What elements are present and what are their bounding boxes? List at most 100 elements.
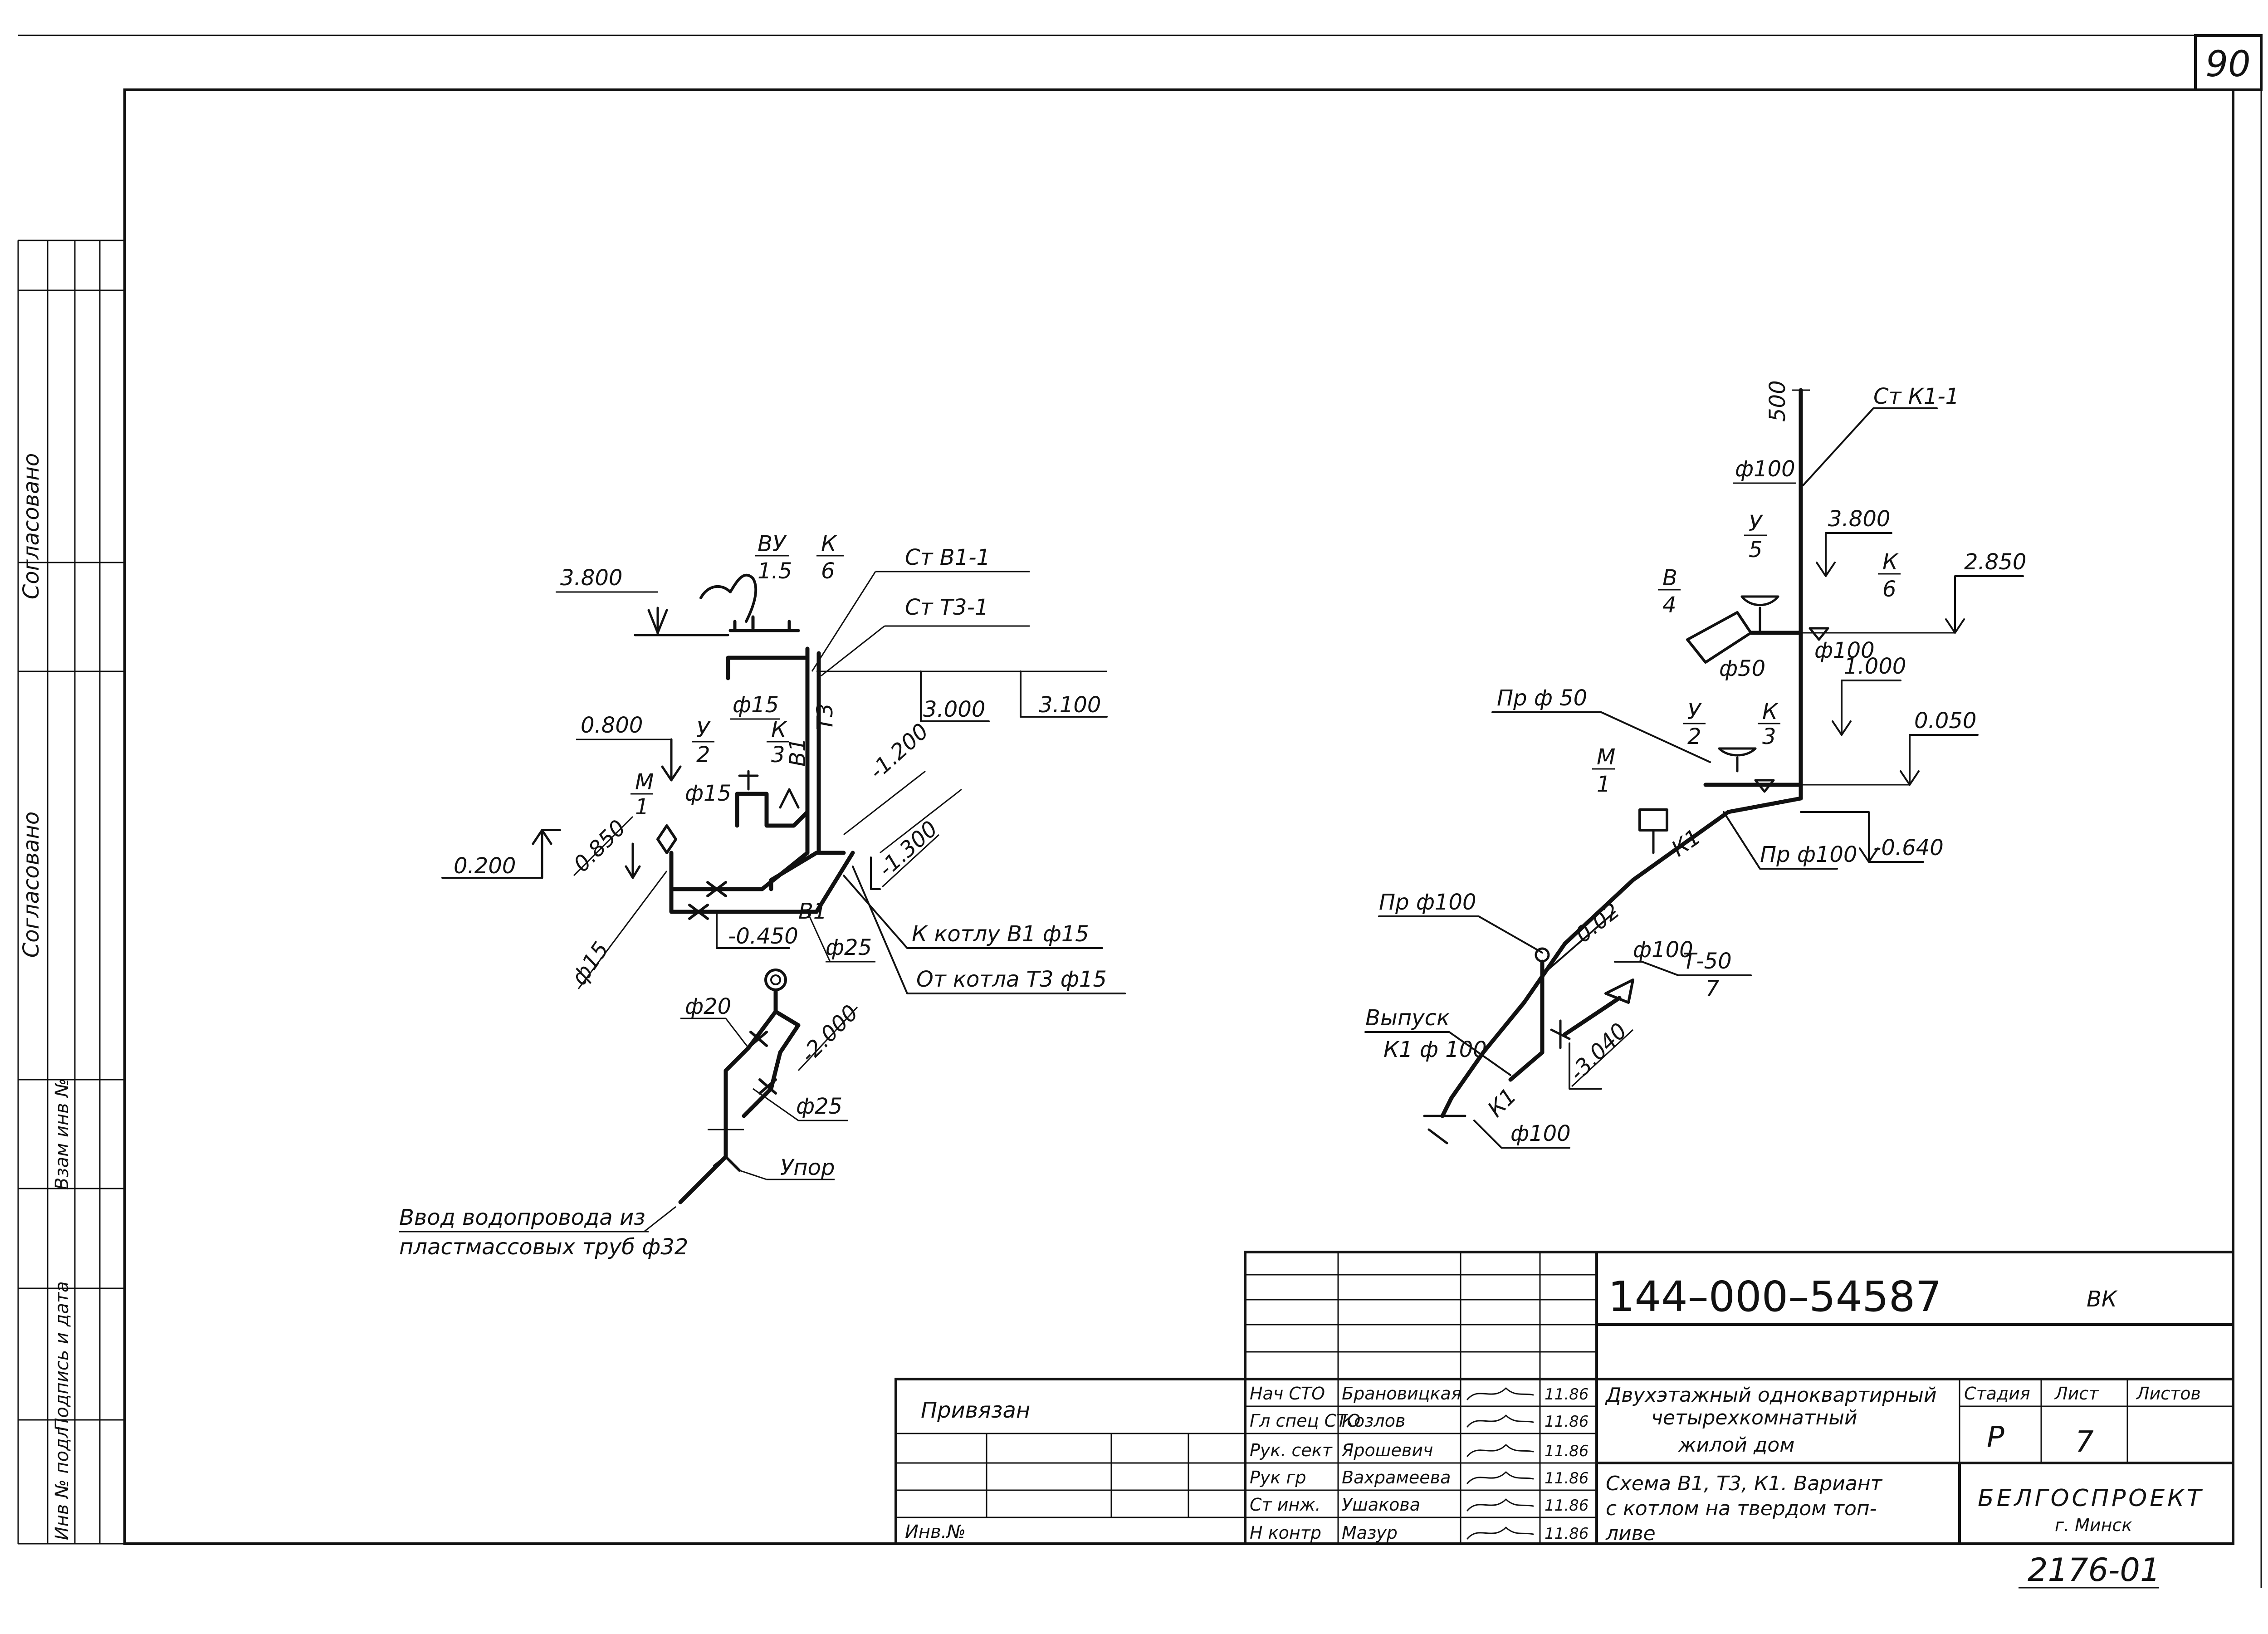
label-k1-a: К1 xyxy=(1667,824,1706,862)
label-b4: В xyxy=(1662,565,1677,591)
hose-fixture-icon xyxy=(699,573,758,623)
label-from-boiler: От котла Т3 ф15 xyxy=(916,967,1107,992)
sheet-title-3: ливе xyxy=(1605,1522,1656,1545)
label-k3-right-sub: 3 xyxy=(1762,724,1776,749)
label-b1-vertical: В1 xyxy=(785,738,811,767)
name-6: Мазур xyxy=(1342,1523,1398,1543)
label-pr-d100-left: Пр ф100 xyxy=(1379,890,1476,915)
sheet-value: 7 xyxy=(2075,1425,2094,1459)
label-d100-mid: ф100 xyxy=(1814,638,1875,663)
signature-names: Брановицкая Козлов Ярошевич Вахрамеева У… xyxy=(1341,1384,1461,1543)
sewer-scheme: 500 Ст К1-1 ф100 У 5 3.800 В 4 К 6 2.850… xyxy=(1364,380,2026,1149)
date-2: 11.86 xyxy=(1545,1413,1589,1431)
name-2: Козлов xyxy=(1342,1411,1405,1431)
date-5: 11.86 xyxy=(1545,1497,1589,1515)
object-title-1: Двухэтажный одноквартирный xyxy=(1605,1384,1937,1407)
level-m0450: -0.450 xyxy=(728,924,798,949)
label-st-t3: Ст Т3-1 xyxy=(905,595,988,620)
label-k6: К xyxy=(821,531,837,557)
label-u2-left-sub: 2 xyxy=(696,742,710,768)
label-k6-sub: 6 xyxy=(821,558,835,584)
sheet-title: Схема В1, Т3, К1. Вариант с котлом на тв… xyxy=(1605,1472,1883,1545)
date-1: 11.86 xyxy=(1545,1385,1589,1404)
sheet-header: Лист xyxy=(2054,1384,2099,1404)
label-d100-t50: ф100 xyxy=(1633,937,1693,963)
label-d20: ф20 xyxy=(685,994,731,1019)
bathtub-icon xyxy=(1686,611,1752,664)
label-m1-right-sub: 1 xyxy=(1597,772,1611,797)
org-name: БЕЛГОСПРОЕКТ xyxy=(1978,1485,2204,1512)
label-pr-d50: Пр ф 50 xyxy=(1497,685,1587,711)
signature-roles: Нач СТО Гл спец СТО Рук. сект Рук гр Ст … xyxy=(1250,1384,1360,1543)
name-4: Вахрамеева xyxy=(1342,1468,1451,1487)
label-d25-bot: ф25 xyxy=(796,1094,842,1119)
label-k3-right: К xyxy=(1762,699,1779,724)
margin-agreed-1: Согласовано xyxy=(19,453,44,599)
label-k6-right: К xyxy=(1882,549,1899,575)
org-city: г. Минск xyxy=(2055,1515,2132,1535)
label-t3-vertical: Т3 xyxy=(812,703,838,730)
dim-500: 500 xyxy=(1765,380,1790,422)
date-4: 11.86 xyxy=(1545,1469,1589,1487)
label-k3-left: К xyxy=(771,717,787,743)
label-st-v1: Ст В1-1 xyxy=(905,545,990,570)
label-u2-left: У xyxy=(696,717,711,743)
level-3100: 3.100 xyxy=(1039,692,1101,718)
label-u2-right: У xyxy=(1687,699,1702,724)
label-d50: ф50 xyxy=(1719,656,1765,681)
label-slope: 0.02 xyxy=(1571,898,1625,948)
stage-value: Р xyxy=(1987,1421,2004,1454)
name-5: Ушакова xyxy=(1342,1495,1420,1515)
role-3: Рук. сект xyxy=(1250,1440,1333,1460)
level-0050: 0.050 xyxy=(1914,708,1976,734)
label-d100-top: ф100 xyxy=(1735,456,1795,482)
signature-marks xyxy=(1466,1387,1534,1540)
object-title-2: четырехкомнатный xyxy=(1651,1406,1857,1429)
label-inlet-2: пластмассовых труб ф32 xyxy=(399,1234,688,1260)
margin-sign-date: Подпись и дата xyxy=(52,1281,73,1431)
level-m1200: -1.200 xyxy=(865,719,934,784)
label-t50-sub: 7 xyxy=(1706,976,1720,1001)
label-vu-sub: 1.5 xyxy=(758,558,792,584)
bottom-code: 2176-01 xyxy=(2028,1551,2160,1589)
label-d15-top: ф15 xyxy=(733,692,779,718)
margin-inv-orig: Инв № подл xyxy=(52,1427,73,1541)
label-u5: У xyxy=(1749,511,1763,536)
label-m1-right: М xyxy=(1597,744,1615,770)
role-2: Гл спец СТО xyxy=(1250,1411,1360,1431)
level-2850: 2.850 xyxy=(1964,549,2026,575)
stage-header: Стадия xyxy=(1964,1384,2030,1404)
label-st-k1: Ст К1-1 xyxy=(1873,384,1959,409)
role-5: Ст инж. xyxy=(1250,1495,1321,1515)
level-m0640: -0.640 xyxy=(1873,835,1944,861)
level-0850: 0.850 xyxy=(569,815,631,877)
water-supply-scheme: ВУ 1.5 К 6 3.800 Ст В1-1 Ст Т3-1 3.000 3… xyxy=(399,531,1126,1260)
sheets-header: Листов xyxy=(2136,1384,2201,1404)
object-title-3: жилой дом xyxy=(1678,1433,1794,1457)
doc-section: ВК xyxy=(2087,1287,2118,1312)
name-3: Ярошевич xyxy=(1341,1440,1433,1460)
label-stop: Упор xyxy=(780,1155,835,1180)
role-1: Нач СТО xyxy=(1250,1384,1325,1404)
label-inlet-1: Ввод водопровода из xyxy=(399,1205,645,1230)
level-3800-left: 3.800 xyxy=(560,565,622,591)
label-t50: Т-50 xyxy=(1683,949,1732,974)
label-u5-sub: 5 xyxy=(1749,537,1763,563)
sheet-frame xyxy=(18,34,2263,1588)
sheet-title-2: с котлом на твердом топ- xyxy=(1606,1497,1877,1520)
margin-agreed-2: Согласовано xyxy=(19,812,44,958)
label-d15-mid: ф15 xyxy=(685,781,731,806)
signature-dates: 11.86 11.86 11.86 11.86 11.86 11.86 xyxy=(1545,1385,1589,1543)
level-0200: 0.200 xyxy=(454,853,516,879)
label-b4-sub: 4 xyxy=(1662,592,1677,618)
label-pr-d100-right: Пр ф100 xyxy=(1760,842,1857,867)
level-3000: 3.000 xyxy=(923,697,985,722)
inv-no-label: Инв.№ xyxy=(905,1521,966,1542)
page-number: 90 xyxy=(2205,44,2250,85)
left-margin-strip xyxy=(17,240,125,1545)
label-outlet-2: К1 ф 100 xyxy=(1383,1037,1487,1062)
label-m1-left-sub: 1 xyxy=(635,794,649,820)
label-u2-right-sub: 2 xyxy=(1687,724,1701,749)
date-3: 11.86 xyxy=(1545,1442,1589,1460)
